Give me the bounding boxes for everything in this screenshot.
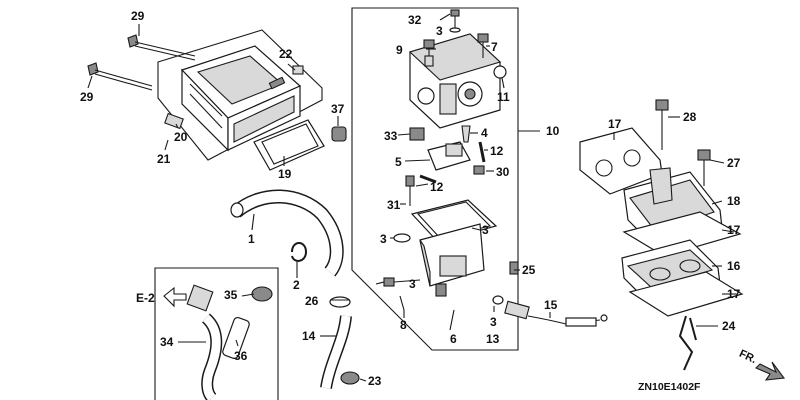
jet-30: [473, 165, 485, 175]
diagram-code: ZN10E1402F: [638, 381, 701, 393]
callout-3e: 3: [490, 315, 497, 329]
callout-11: 11: [497, 90, 510, 104]
callout-28: 28: [683, 110, 697, 124]
screw-31: [405, 175, 415, 206]
bolt-29-lower: [87, 62, 153, 91]
clamp-24: [678, 315, 697, 371]
callout-23: 23: [368, 374, 382, 388]
front-direction-label: FR.: [737, 348, 758, 366]
callout-24: 24: [722, 319, 736, 333]
clamp-23: [340, 371, 360, 385]
callout-3b: 3: [380, 232, 387, 246]
callout-27: 27: [727, 156, 741, 170]
bolt-27: [697, 149, 711, 186]
clamp-26: [329, 296, 351, 308]
spacer-20: [164, 112, 184, 130]
callout-13: 13: [486, 332, 500, 346]
screw-32: [449, 9, 461, 33]
clamp-2: [291, 242, 308, 262]
hose-14: [320, 315, 352, 390]
gasket-17-middle: [622, 211, 742, 257]
callout-29-upper: 29: [131, 9, 145, 23]
callout-37: 37: [331, 102, 345, 116]
callout-21: 21: [157, 152, 171, 166]
callout-17-top: 17: [608, 117, 622, 131]
callout-22: 22: [279, 47, 293, 61]
leader-lines: [87, 13, 736, 382]
callout-5: 5: [395, 155, 402, 169]
callout-1: 1: [248, 232, 255, 246]
gasket-17-bottom: [628, 271, 744, 317]
callout-3d: 3: [409, 277, 416, 291]
callout-3a: 3: [436, 24, 443, 38]
callout-3c: 3: [482, 223, 489, 237]
screw-9: [423, 39, 435, 67]
float-5: [427, 141, 471, 171]
callout-10: 10: [546, 124, 560, 138]
callout-33: 33: [384, 129, 398, 143]
callout-31: 31: [387, 198, 401, 212]
callout-19: 19: [278, 167, 292, 181]
callout-6: 6: [450, 332, 457, 346]
callout-35: 35: [224, 288, 238, 302]
plug-37: [331, 126, 347, 142]
callout-30: 30: [496, 165, 510, 179]
screw-25: [509, 261, 519, 275]
gasket-19: [253, 119, 325, 171]
callout-20: 20: [174, 130, 188, 144]
callout-16: 16: [727, 259, 741, 273]
hose-1: [230, 189, 344, 277]
screw-7: [477, 33, 489, 58]
callout-34: 34: [160, 335, 174, 349]
callout-32: 32: [408, 13, 422, 27]
clip-22: [292, 65, 304, 75]
solenoid-15: [504, 300, 608, 327]
pin-12-upper: [478, 141, 486, 163]
callout-17-middle: 17: [727, 223, 741, 237]
callout-17-bottom: 17: [727, 287, 741, 301]
callout-4: 4: [481, 126, 488, 140]
inset-e2: [154, 267, 279, 400]
carburetor-assembly-outline: [351, 7, 519, 351]
callout-12-upper: 12: [490, 144, 504, 158]
callout-12-lower: 12: [430, 180, 444, 194]
callout-14: 14: [302, 329, 316, 343]
front-direction-arrow: FR.: [737, 348, 786, 381]
float-chamber: [410, 199, 498, 297]
air-cleaner-case-assembly: [157, 29, 323, 161]
callout-15: 15: [544, 298, 558, 312]
o-ring-3-left: [393, 233, 411, 243]
reference-label-e2: E-2: [136, 291, 155, 305]
callout-29-lower: 29: [80, 90, 94, 104]
fitting-33: [409, 127, 425, 141]
bolt-28: [655, 99, 669, 150]
callout-25: 25: [522, 263, 536, 277]
callout-18: 18: [727, 194, 741, 208]
callout-9: 9: [396, 43, 403, 57]
callout-36: 36: [234, 349, 248, 363]
callout-2: 2: [293, 278, 300, 292]
o-ring-3-right: [492, 295, 504, 305]
bolt-29-upper: [127, 34, 196, 61]
needle-4: [461, 125, 471, 143]
callout-7: 7: [491, 40, 498, 54]
callout-8: 8: [400, 318, 407, 332]
pin-12-lower: [419, 174, 437, 184]
callout-26: 26: [305, 294, 319, 308]
